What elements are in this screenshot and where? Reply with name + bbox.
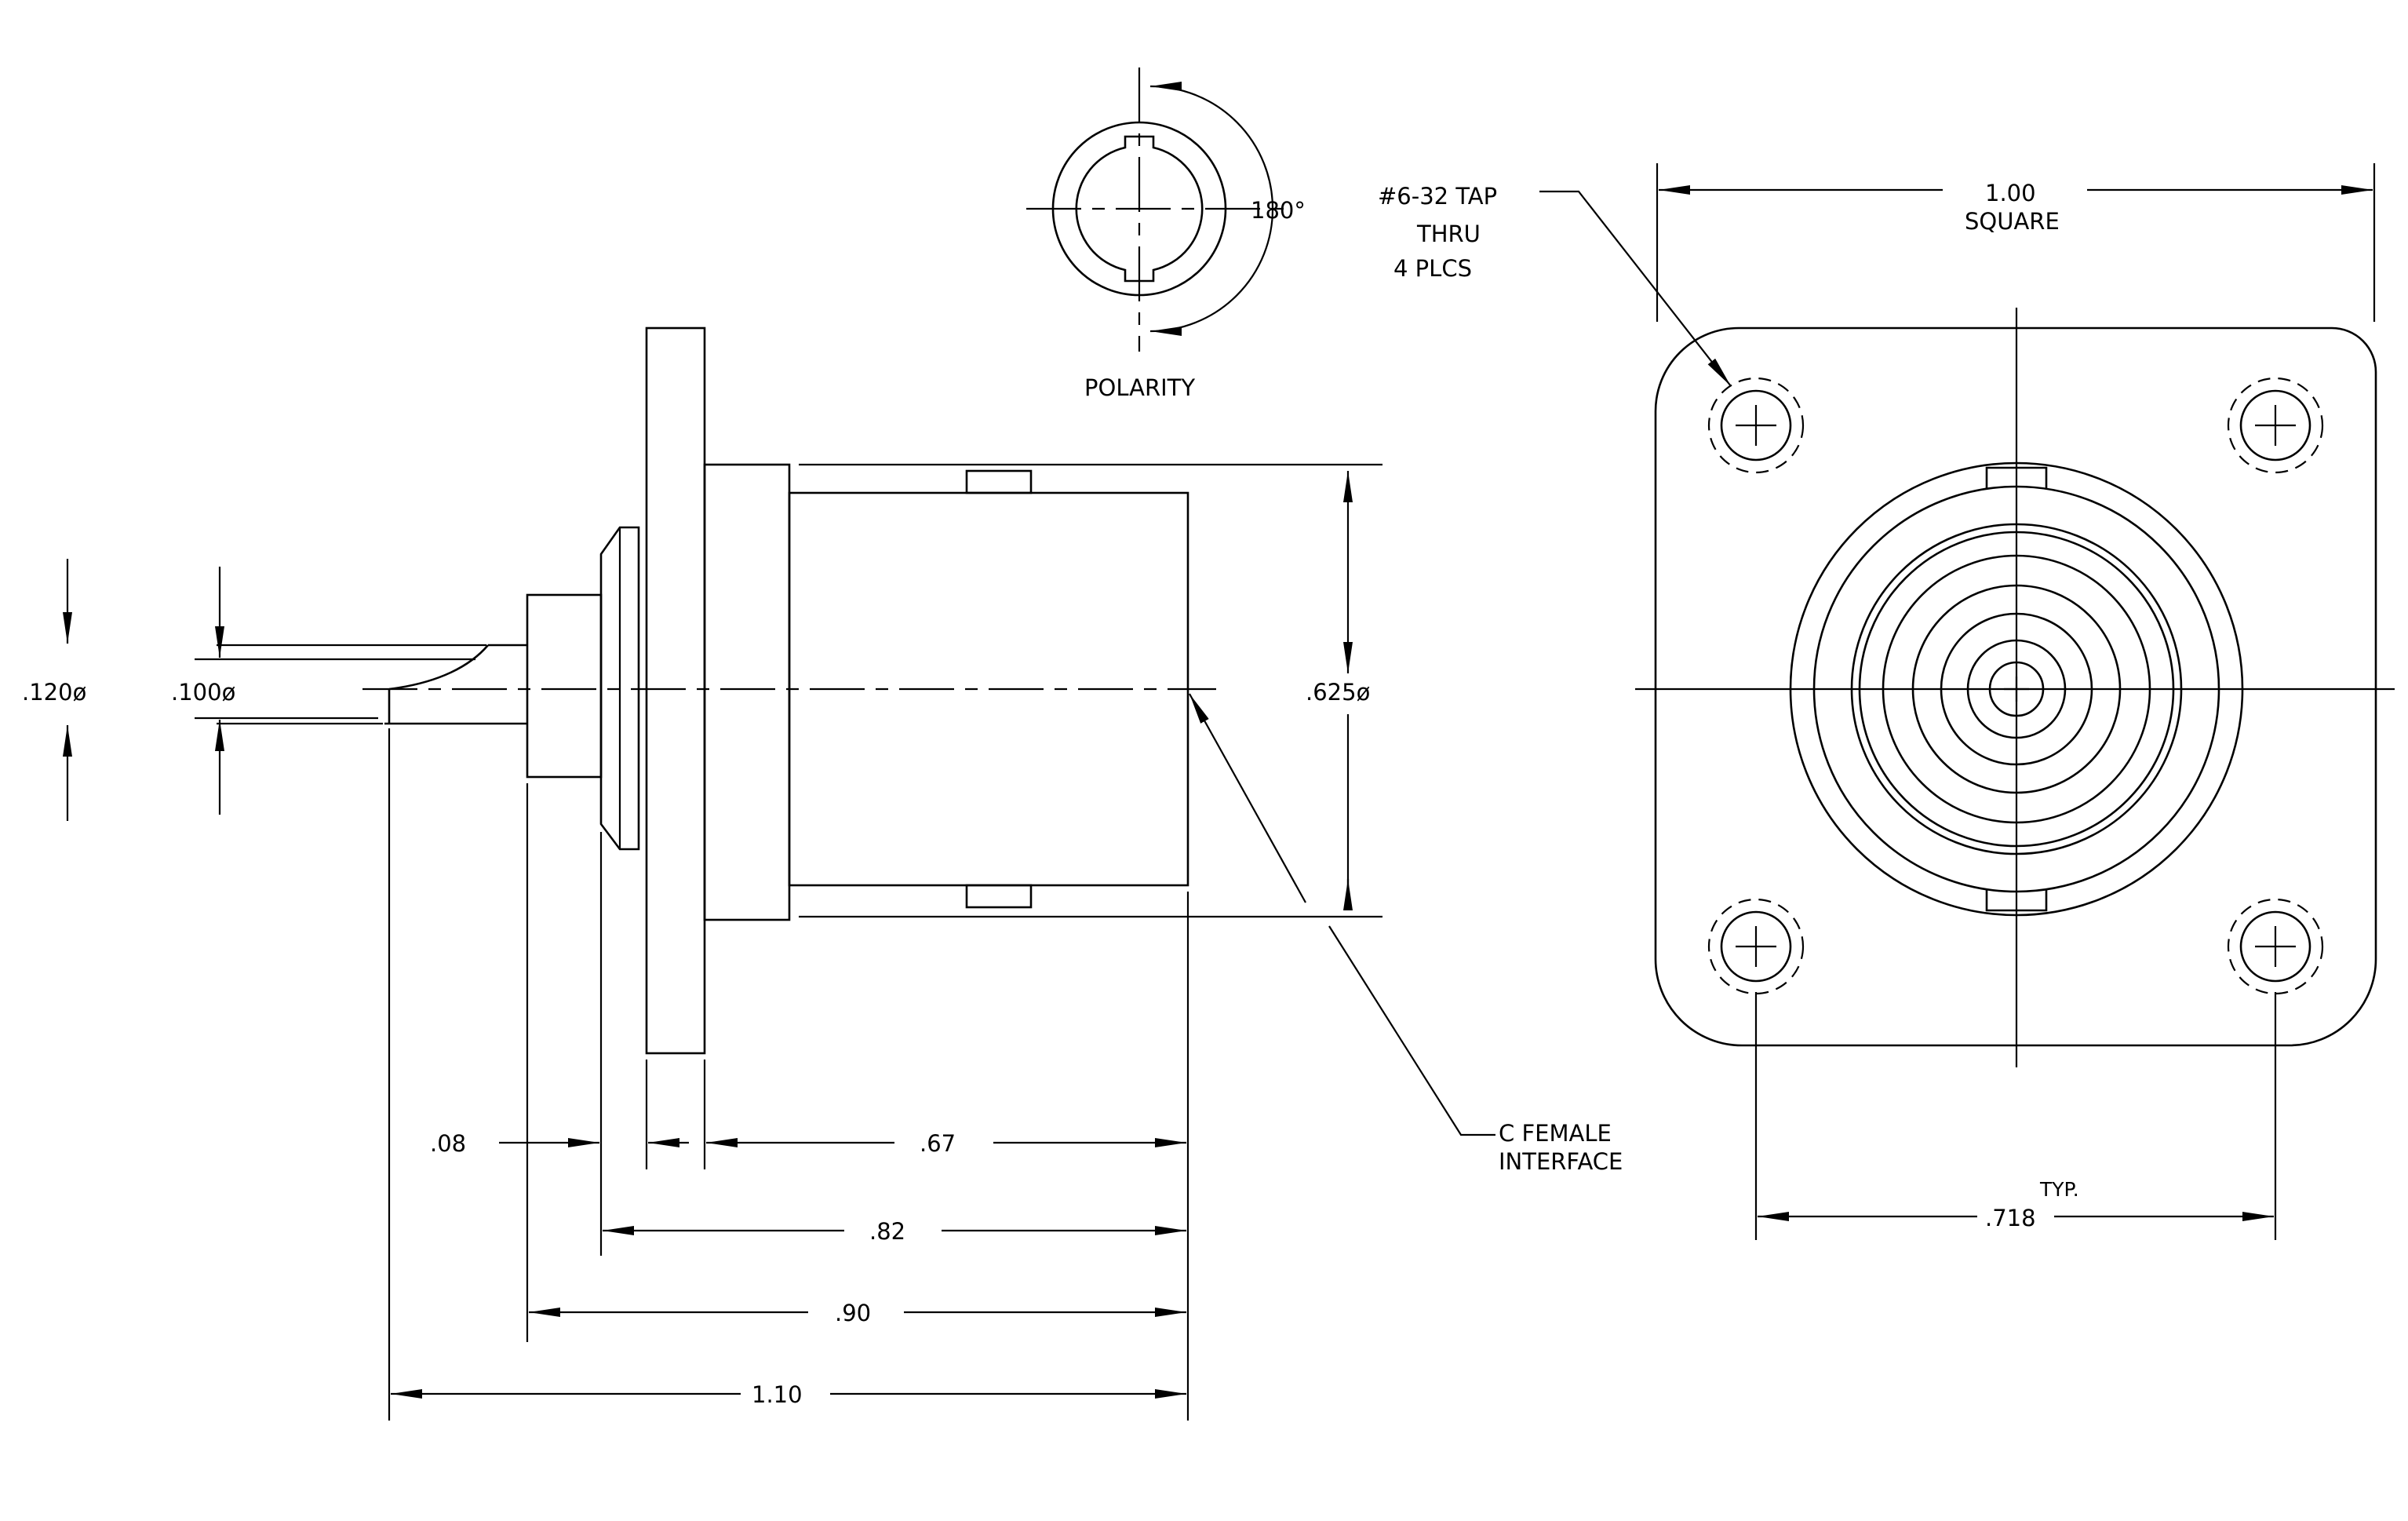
side-view: .625ø .120ø .100ø .08 .67 .82 .90 1.10 C… [22,326,1623,1421]
dim-pin-outer-dia: .120ø [22,679,86,706]
dim-nut-to-end: .90 [835,1300,871,1326]
dim-hole-spacing: .718 [1985,1205,2036,1231]
dim-body-length: .67 [920,1130,956,1157]
dim-body-dia: .625ø [1306,679,1370,706]
tap-note-line1: #6-32 TAP [1378,183,1497,210]
polarity-view: 180° POLARITY [1026,67,1306,401]
dim-flange-thickness: .08 [430,1130,466,1157]
dim-flange-width-note: SQUARE [1965,208,2060,235]
mounting-hole-br [2227,898,2324,995]
tap-note-line2: THRU [1416,221,1481,247]
polarity-angle: 180° [1251,197,1306,224]
interface-label-line2: INTERFACE [1499,1148,1623,1175]
mounting-hole-tl [1707,377,1805,474]
bayonet-stud-bottom [965,884,1033,909]
dim-overall-length: 1.10 [752,1381,803,1408]
center-contact [1988,661,2045,717]
interface-label-line1: C FEMALE [1499,1120,1612,1147]
dim-flange-width: 1.00 [1985,180,2036,206]
solder-pin [195,644,527,725]
flange [645,326,706,1055]
bayonet-stud-top [965,469,1033,494]
front-view: 1.00 SQUARE #6-32 TAP THRU 4 PLCS .718 T… [1378,163,2395,1240]
rear-nut [526,593,603,779]
mounting-hole-tr [2227,377,2324,474]
mounting-hole-bl [1707,898,1805,995]
front-stud-top [1985,466,2048,488]
tap-note-line3: 4 PLCS [1393,255,1472,282]
square-flange [1654,326,2377,1047]
polarity-caption: POLARITY [1084,374,1195,401]
polarity-outer-ring [1051,121,1227,297]
dim-flange-to-end: .82 [869,1218,905,1245]
hex-nut-outer [1789,461,2244,917]
body-shoulder [703,463,791,921]
dim-hole-spacing-note: TYP. [2039,1178,2079,1201]
dim-pin-inner-dia: .100ø [171,679,235,706]
front-stud-bottom [1985,890,2048,912]
